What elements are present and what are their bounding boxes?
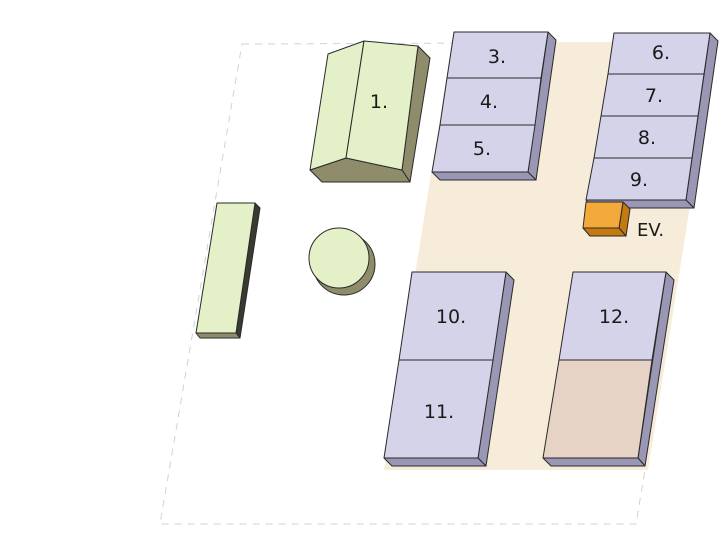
building-1-roof-right	[345, 40, 419, 171]
building-8[interactable]: 8.	[593, 115, 699, 159]
round-structure[interactable]	[308, 227, 376, 296]
building-9[interactable]: 9.	[585, 157, 693, 201]
green-bar-top	[195, 202, 256, 334]
building-9-top	[585, 157, 693, 201]
building-10[interactable]: 10.	[398, 271, 507, 361]
green-bar-structure[interactable]	[195, 202, 261, 339]
building-4[interactable]: 4.	[439, 77, 542, 126]
building-5-label: 5.	[473, 138, 491, 160]
stack-10-11-bottom	[383, 457, 487, 467]
building-8-label: 8.	[638, 127, 656, 149]
ev-station[interactable]	[582, 201, 631, 237]
ev-station-bottom	[582, 227, 627, 237]
round-structure-top	[308, 227, 370, 289]
ev-station-label: EV.	[637, 220, 664, 241]
stack-3-5-bottom	[431, 171, 537, 181]
building-3-label: 3.	[488, 46, 506, 68]
building-9-label: 9.	[630, 169, 648, 191]
green-bar-bottom	[195, 332, 241, 339]
stack-12-bottom	[542, 457, 646, 467]
building-1[interactable]: 1.	[309, 40, 431, 183]
building-4-label: 4.	[480, 91, 498, 113]
building-5-top	[431, 124, 536, 173]
ev-station-top	[582, 201, 624, 229]
building-stack-12	[542, 271, 675, 467]
building-6-label: 6.	[652, 42, 670, 64]
building-11-top	[383, 359, 494, 459]
building-6[interactable]: 6.	[607, 32, 711, 75]
tan-block-top	[542, 359, 653, 459]
building-12[interactable]: 12.	[558, 271, 667, 361]
building-1-label: 1.	[370, 91, 388, 113]
building-10-label: 10.	[436, 306, 466, 328]
building-3[interactable]: 3.	[446, 31, 549, 79]
tan-block[interactable]	[542, 359, 653, 459]
building-7-label: 7.	[645, 85, 663, 107]
building-11-label: 11.	[424, 401, 454, 423]
building-7[interactable]: 7.	[600, 73, 705, 117]
building-12-label: 12.	[599, 306, 629, 328]
building-5[interactable]: 5.	[431, 124, 536, 173]
building-11[interactable]: 11.	[383, 359, 494, 459]
